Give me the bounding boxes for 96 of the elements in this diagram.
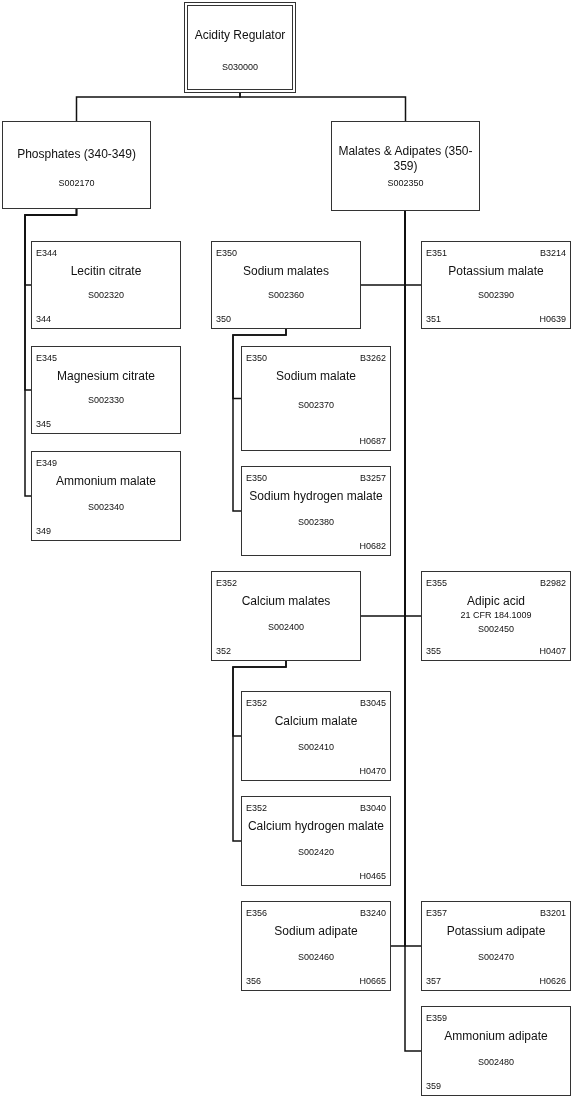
h-code: H0407 [539,646,566,656]
item-name: Adipic acid [466,594,526,609]
e-number: E352 [246,803,268,813]
category-box [241,901,391,991]
e-number: E350 [246,473,268,483]
item-name: Magnesium citrate [55,369,156,384]
regulation-reference: 21 CFR 184.1009 [459,610,533,620]
e-number: E352 [246,698,268,708]
number-label: 350 [216,314,232,324]
item-code: S002170 [57,178,96,188]
category-box [31,451,181,541]
item-code: S002370 [296,400,335,410]
item-code: S002330 [86,395,125,405]
b-code: B3240 [359,908,386,918]
item-code: S002390 [476,290,515,300]
item-name: Phosphates (340-349) [16,147,137,162]
h-code: H0626 [539,976,566,986]
item-name: Calcium malates [240,594,332,609]
e-number: E345 [36,353,58,363]
category-box [421,1006,571,1096]
connector-line [24,208,78,497]
item-name: Sodium malate [274,369,357,384]
number-label: 355 [426,646,442,656]
number-label: 351 [426,314,442,324]
b-code: B3045 [359,698,386,708]
b-code: B2982 [539,578,566,588]
item-code: S002360 [266,290,305,300]
e-number: E349 [36,458,58,468]
item-name: Calcium hydrogen malate [246,819,386,834]
e-number: E351 [426,248,448,258]
e-number: E350 [246,353,268,363]
h-code: H0682 [359,541,386,551]
category-box [241,466,391,556]
e-number: E357 [426,908,448,918]
category-box [211,571,361,661]
item-name: Sodium malates [241,264,330,279]
number-label: 345 [36,419,52,429]
item-code: S002480 [476,1057,515,1067]
category-box [31,346,181,434]
category-box [2,121,151,209]
b-code: B3201 [539,908,566,918]
h-code: H0470 [359,766,386,776]
item-name: Ammonium adipate [443,1029,549,1044]
category-box [241,691,391,781]
item-name: Potassium malate [447,264,545,279]
item-code: S002320 [86,290,125,300]
category-box [241,796,391,886]
item-code: S002470 [476,952,515,962]
e-number: E352 [216,578,238,588]
connector-line [232,328,287,512]
item-code: S002340 [86,502,125,512]
b-code: B3257 [359,473,386,483]
category-box [331,121,480,211]
number-label: 359 [426,1081,442,1091]
category-box [31,241,181,329]
item-name: Sodium adipate [273,924,359,939]
item-code: S002380 [296,517,335,527]
item-code: S030000 [220,62,259,72]
b-code: B3040 [359,803,386,813]
item-code: S002410 [296,742,335,752]
category-box [241,346,391,451]
item-name: Malates & Adipates (350-359) [337,144,474,174]
item-code: S002400 [266,622,305,632]
h-code: H0665 [359,976,386,986]
b-code: B3262 [359,353,386,363]
item-name: Sodium hydrogen malate [248,489,384,504]
category-box [421,571,571,661]
number-label: 344 [36,314,52,324]
number-label: 349 [36,526,52,536]
e-number: E344 [36,248,58,258]
category-box [421,901,571,991]
category-box [184,2,296,93]
h-code: H0639 [539,314,566,324]
connector-line [232,660,287,842]
number-label: 356 [246,976,262,986]
item-name: Potassium adipate [445,924,547,939]
h-code: H0465 [359,871,386,881]
number-label: 357 [426,976,442,986]
e-number: E350 [216,248,238,258]
number-label: 352 [216,646,232,656]
item-code: S002460 [296,952,335,962]
item-name: Lecitin citrate [69,264,143,279]
item-name: Calcium malate [273,714,359,729]
e-number: E356 [246,908,268,918]
e-number: E355 [426,578,448,588]
item-name: Ammonium malate [55,474,157,489]
category-box [211,241,361,329]
item-code: S002420 [296,847,335,857]
category-box [421,241,571,329]
h-code: H0687 [359,436,386,446]
item-code: S002450 [476,624,515,634]
item-code: S002350 [386,178,425,188]
connector-line [239,92,407,122]
b-code: B3214 [539,248,566,258]
e-number: E359 [426,1013,448,1023]
item-name: Acidity Regulator [193,28,287,43]
